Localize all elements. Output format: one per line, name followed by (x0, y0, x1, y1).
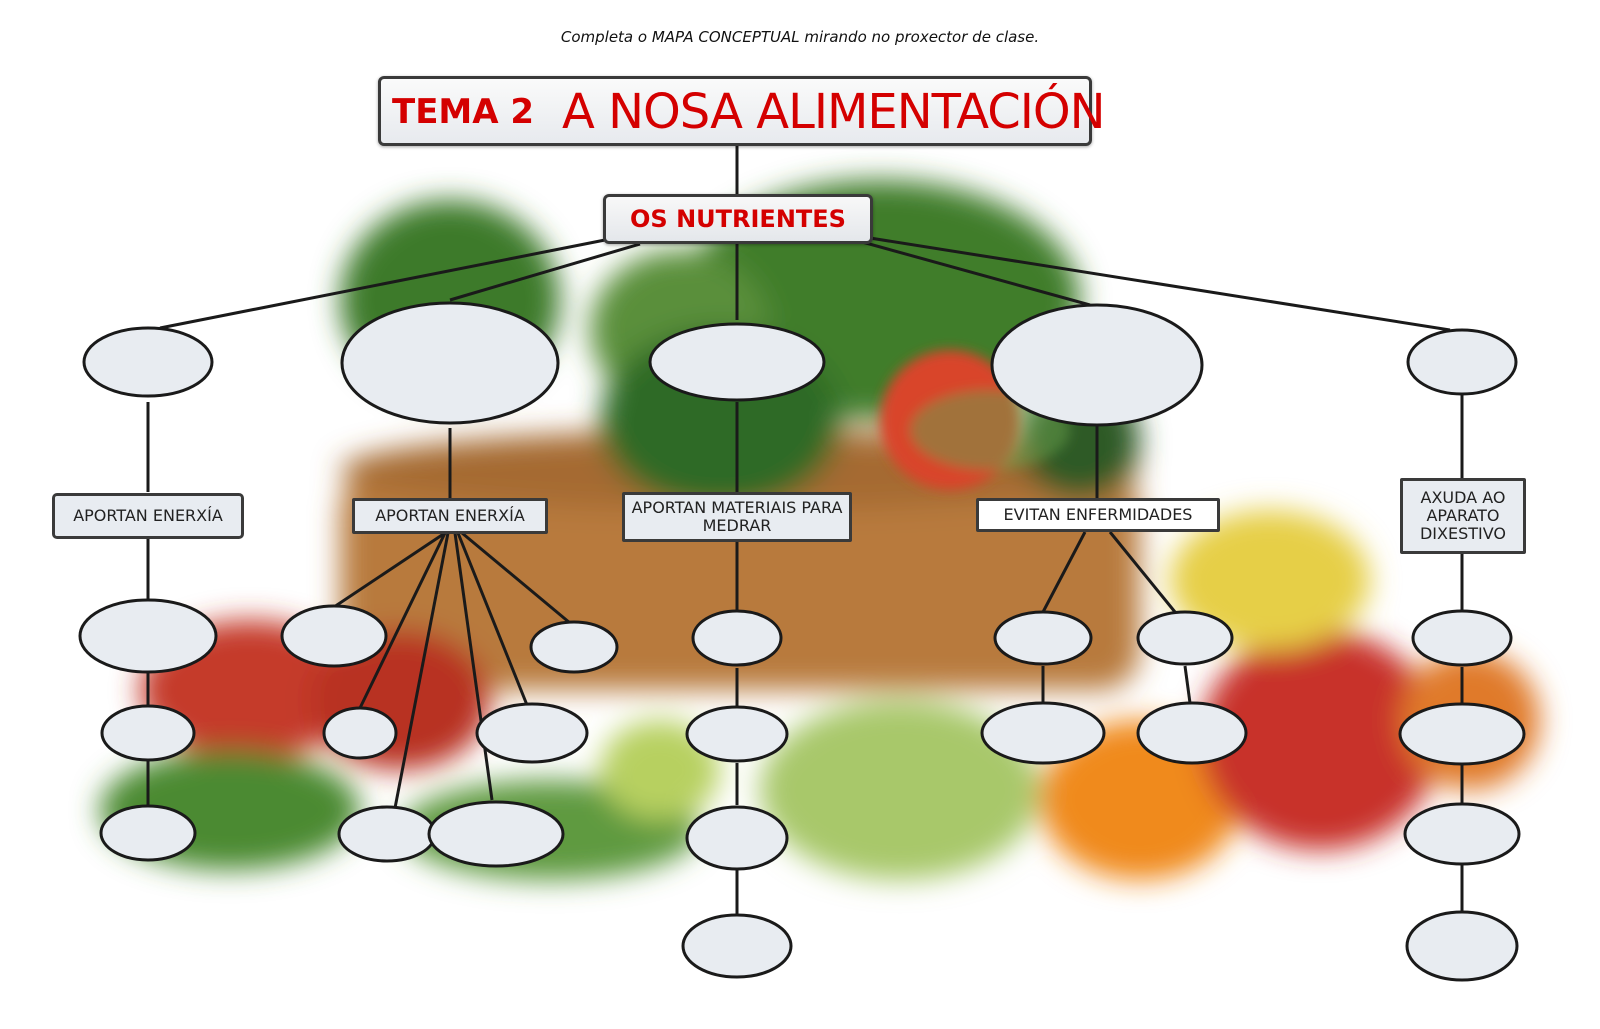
node-oval-4-2[interactable] (1136, 610, 1234, 666)
node-oval-2-2[interactable] (322, 706, 398, 760)
title-main: A NOSA ALIMENTACIÓN (562, 84, 1106, 140)
instruction-text: Completa o MAPA CONCEPTUAL mirando no pr… (560, 28, 1040, 46)
node-oval-1-2[interactable] (100, 704, 196, 762)
node-oval-4-3[interactable] (980, 701, 1106, 765)
node-oval-3[interactable] (648, 322, 826, 402)
node-oval-5-3[interactable] (1403, 802, 1521, 866)
branch-label-1: APORTAN ENERXÍA (52, 493, 244, 539)
node-oval-2-5[interactable] (475, 702, 589, 764)
node-oval-3-2[interactable] (685, 705, 789, 763)
node-oval-1[interactable] (82, 326, 214, 398)
node-oval-3-4[interactable] (681, 913, 793, 979)
branch-label-4: EVITAN ENFERMIDADES (976, 498, 1220, 532)
root-node-nutrients: OS NUTRIENTES (603, 194, 873, 244)
node-oval-3-3[interactable] (685, 805, 789, 871)
node-oval-2[interactable] (340, 301, 560, 425)
node-oval-5-1[interactable] (1411, 609, 1513, 667)
node-oval-1-3[interactable] (99, 804, 197, 862)
node-oval-1-1[interactable] (78, 598, 218, 674)
node-oval-4[interactable] (990, 303, 1204, 427)
branch-label-5: AXUDA AO APARATO DIXESTIVO (1400, 478, 1526, 554)
node-oval-5[interactable] (1406, 328, 1518, 396)
node-oval-4-1[interactable] (993, 610, 1093, 666)
node-oval-2-1[interactable] (280, 604, 388, 668)
node-oval-3-1[interactable] (691, 609, 783, 667)
node-oval-2-4[interactable] (427, 800, 565, 868)
node-oval-5-4[interactable] (1405, 910, 1519, 982)
node-oval-2-3[interactable] (337, 805, 437, 863)
connector-lines (146, 146, 1464, 915)
node-oval-4-4[interactable] (1136, 701, 1248, 765)
title-tema: TEMA 2 (392, 92, 535, 132)
node-oval-2-6[interactable] (529, 620, 619, 674)
blank-nodes (78, 301, 1526, 982)
branch-label-3: APORTAN MATERIAIS PARA MEDRAR (622, 492, 852, 542)
title-box (378, 76, 1092, 146)
node-oval-5-2[interactable] (1398, 702, 1526, 766)
branch-label-2: APORTAN ENERXÍA (352, 498, 548, 534)
